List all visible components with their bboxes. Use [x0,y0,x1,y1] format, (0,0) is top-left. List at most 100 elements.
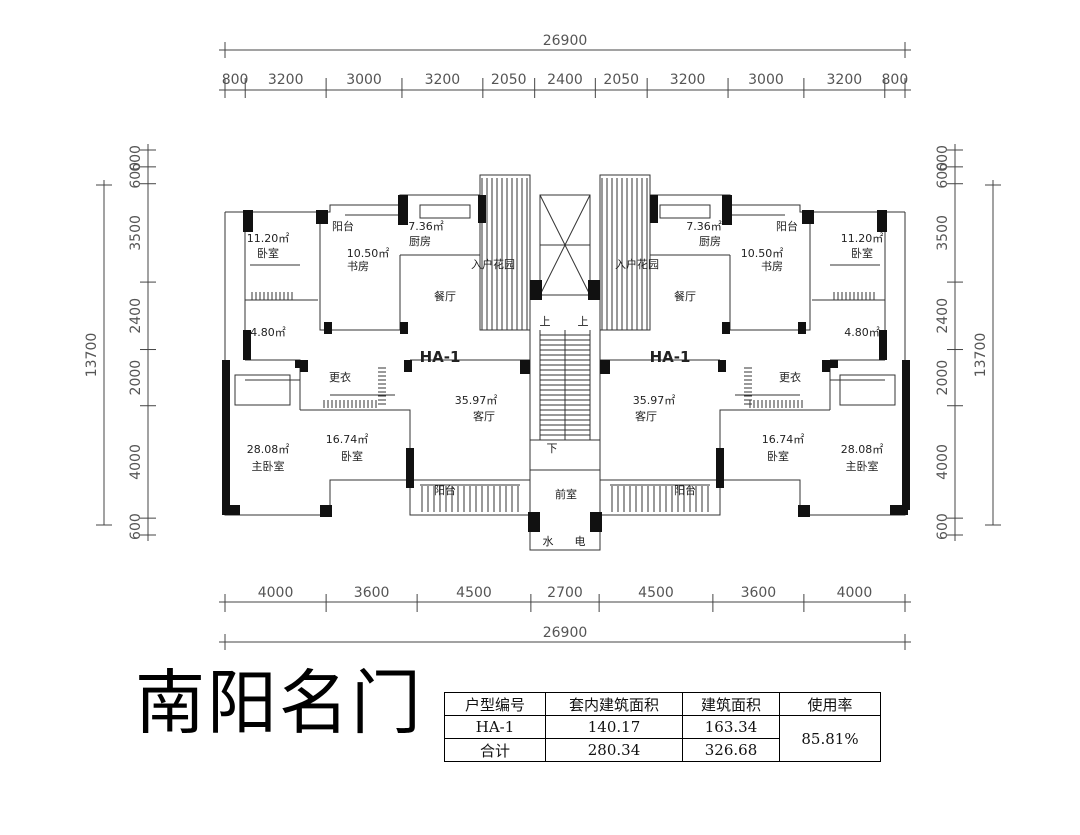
room-name: 餐厅 [674,289,696,303]
column [295,360,303,368]
room-name: 书房 [761,260,783,273]
left-total-label: 13700 [84,333,100,378]
column [802,210,814,224]
room-name: 客厅 [473,409,495,423]
right-dim-label: 600 [935,513,951,540]
top-dim-label: 3200 [670,72,706,88]
core: 上上下前室水电 [540,315,589,548]
bottom-dim-label: 4500 [638,585,674,601]
table-header: 建筑面积 [682,692,780,716]
room-area: 7.36㎡ [408,220,444,233]
left-dim-label: 4000 [128,444,144,480]
left-dim-label: 600 [128,145,144,172]
right-dim-label: 3500 [935,215,951,251]
right-total-label: 13700 [973,333,989,378]
table-cell: 280.34 [545,738,683,762]
project-title: 南阳名门 [135,662,423,744]
top-dim-label: 2400 [547,72,583,88]
wall-line [319,212,811,331]
shaft-label: 电 [575,535,586,548]
wall-line [224,212,906,551]
room-name: 更衣 [329,370,351,384]
room-area: 35.97㎡ [633,394,676,407]
wall-line [599,174,905,213]
column [300,360,308,372]
column [398,195,408,225]
column [798,322,806,334]
column [650,195,658,223]
room-area: 35.97㎡ [455,394,498,407]
unit-label: HA-1 [650,348,691,366]
column [478,195,486,223]
column [830,360,838,368]
top-dim-label: 3200 [827,72,863,88]
top-dim-label: 800 [882,72,909,88]
room-name: 客厅 [635,409,657,423]
table-row: HA-1 140.17 163.34 85.81% [444,715,881,762]
column [879,330,887,360]
column [324,322,332,334]
stair-label: 上 [540,315,551,328]
right-dim-label: 2400 [935,298,951,334]
table-header: 户型编号 [444,692,546,716]
room-area: 4.80㎡ [250,326,286,339]
column [316,210,328,224]
column [722,195,732,225]
left-dim-label: 600 [128,513,144,540]
usage-ratio-cell: 85.81% [779,715,881,762]
table-cell: 140.17 [545,715,683,739]
shaft-label: 水 [543,535,554,548]
table-header: 套内建筑面积 [545,692,683,716]
top-dim-label: 2050 [491,72,527,88]
column [222,505,240,515]
room-name: 主卧室 [846,459,879,473]
column [528,512,540,532]
table-cell: HA-1 [444,715,546,739]
room-area: 28.08㎡ [247,443,290,456]
room-name: 卧室 [341,449,363,463]
column [404,360,412,372]
room-area: 16.74㎡ [762,433,805,446]
left-dim-label: 2000 [128,360,144,396]
column [320,505,332,517]
area-summary-table: 户型编号 套内建筑面积 建筑面积 使用率 HA-1 140.17 163.34 … [444,692,881,762]
table-header-row: 户型编号 套内建筑面积 建筑面积 使用率 [444,692,881,716]
top-dim-label: 3000 [346,72,382,88]
room-name: 餐厅 [434,289,456,303]
lobby-label: 前室 [555,487,577,501]
room-area: 4.80㎡ [844,326,880,339]
room-area: 11.20㎡ [247,232,290,245]
column [590,512,602,532]
table-cell: 163.34 [682,715,780,739]
unit-2: HA-111.20㎡卧室阳台7.36㎡厨房10.50㎡书房餐厅入户花园4.80㎡… [615,219,883,497]
room-name: 厨房 [699,235,721,248]
bottom-dim-label: 3600 [741,585,777,601]
column [877,210,887,232]
top-dim-label: 3000 [748,72,784,88]
bottom-dim-label: 3600 [354,585,390,601]
left-dim-label: 600 [128,162,144,189]
stair-label: 下 [547,442,558,455]
room-name: 卧室 [767,449,789,463]
room-name: 厨房 [409,235,431,248]
column [902,360,910,410]
top-dim-label: 3200 [268,72,304,88]
room-area: 7.36㎡ [686,220,722,233]
room-name: 书房 [347,260,369,273]
right-dim-label: 600 [935,145,951,172]
top-total-label: 26900 [543,33,588,49]
left-dim-label: 3500 [128,215,144,251]
top-dim-label: 3200 [425,72,461,88]
table-cell: 326.68 [682,738,780,762]
room-name: 阳台 [776,219,798,233]
unit-label: HA-1 [420,348,461,366]
room-name: 阳台 [674,483,696,497]
top-dim-label: 800 [222,72,249,88]
column [243,330,251,360]
room-name: 入户花园 [615,257,659,271]
column [400,322,408,334]
bottom-total-label: 26900 [543,625,588,641]
room-name: 卧室 [851,246,873,260]
wall-line [234,374,896,406]
